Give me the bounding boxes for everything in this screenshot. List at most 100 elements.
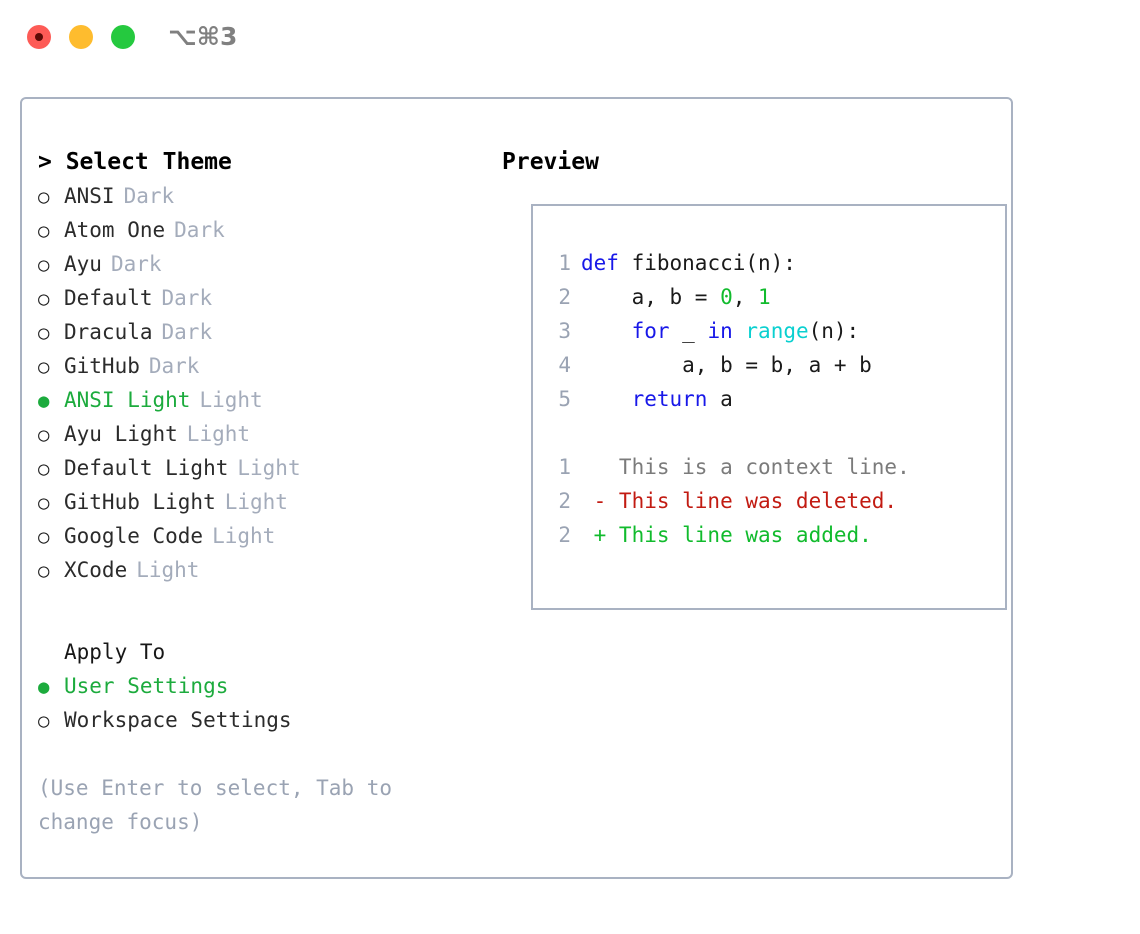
radio-unselected-icon: ○ <box>38 288 50 310</box>
theme-kind-badge: Dark <box>161 320 213 344</box>
theme-option-ansi[interactable]: ○ ANSI Dark <box>38 179 478 213</box>
radio-selected-icon: ● <box>38 390 50 412</box>
code-token <box>581 387 632 411</box>
apply-to-name: Workspace Settings <box>64 708 292 732</box>
theme-name: Atom One <box>64 218 166 242</box>
apply-to-option-user-settings[interactable]: ● User Settings <box>38 669 478 703</box>
radio-unselected-icon: ○ <box>38 424 50 446</box>
code-token: fibonacci(n): <box>618 251 796 275</box>
radio-unselected-icon: ○ <box>38 356 50 378</box>
code-token: 1 <box>758 285 771 309</box>
theme-kind-badge: Light <box>224 490 288 514</box>
code-token: _ <box>669 319 708 343</box>
theme-kind-badge: Dark <box>161 286 213 310</box>
theme-option-ayu[interactable]: ○ Ayu Dark <box>38 247 478 281</box>
diff-line-number: 1 <box>558 455 571 479</box>
theme-kind-badge: Light <box>237 456 301 480</box>
theme-option-github[interactable]: ○ GitHub Dark <box>38 349 478 383</box>
hint-spacer <box>38 737 478 771</box>
theme-kind-badge: Light <box>199 388 263 412</box>
code-token: range <box>745 319 809 343</box>
radio-unselected-icon: ○ <box>38 254 50 276</box>
theme-name: Dracula <box>64 320 153 344</box>
theme-name: Default <box>64 286 153 310</box>
code-token <box>733 319 746 343</box>
theme-name: Ayu <box>64 252 102 276</box>
apply-to-option-workspace-settings[interactable]: ○ Workspace Settings <box>38 703 478 737</box>
keyboard-hint-text: (Use Enter to select, Tab to change focu… <box>38 776 393 834</box>
code-token: a, b = <box>581 285 721 309</box>
theme-option-default[interactable]: ○ Default Dark <box>38 281 478 315</box>
theme-name: GitHub <box>64 354 140 378</box>
theme-option-atom-one[interactable]: ○ Atom One Dark <box>38 213 478 247</box>
theme-name: XCode <box>64 558 128 582</box>
code-line-number: 4 <box>558 353 571 377</box>
diff-line-text: + This line was added. <box>581 523 872 547</box>
theme-option-github-light[interactable]: ○ GitHub Light Light <box>38 485 478 519</box>
code-token: a <box>707 387 733 411</box>
apply-to-name: User Settings <box>64 674 229 698</box>
radio-unselected-icon: ○ <box>38 186 50 208</box>
radio-unselected-icon: ○ <box>38 560 50 582</box>
code-token: in <box>707 319 733 343</box>
radio-unselected-icon: ○ <box>38 526 50 548</box>
keyboard-shortcut-label: ⌥⌘3 <box>168 22 238 51</box>
theme-option-ansi-light[interactable]: ● ANSI Light Light <box>38 383 478 417</box>
code-line-number: 2 <box>558 285 571 309</box>
code-token: , <box>732 285 759 309</box>
code-token: return <box>631 387 708 411</box>
theme-kind-badge: Light <box>136 558 200 582</box>
close-window-button[interactable] <box>27 25 51 49</box>
theme-name: Ayu Light <box>64 422 178 446</box>
radio-selected-icon: ● <box>38 676 50 698</box>
theme-option-default-light[interactable]: ○ Default Light Light <box>38 451 478 485</box>
preview-heading: Preview <box>502 149 599 175</box>
theme-name: ANSI <box>64 184 115 208</box>
apply-to-label: Apply To <box>64 640 166 664</box>
maximize-window-button[interactable] <box>111 25 135 49</box>
radio-unselected-icon: ○ <box>38 220 50 242</box>
code-token <box>581 319 632 343</box>
select-theme-heading: > Select Theme <box>38 149 232 175</box>
theme-name: GitHub Light <box>64 490 216 514</box>
code-line: 5 return a <box>549 382 872 416</box>
theme-kind-badge: Dark <box>148 354 200 378</box>
theme-option-xcode[interactable]: ○ XCode Light <box>38 553 478 587</box>
section-spacer <box>38 587 478 635</box>
diff-line-text: This is a context line. <box>581 455 910 479</box>
code-line: 3 for _ in range(n): <box>549 314 872 348</box>
theme-kind-badge: Dark <box>123 184 175 208</box>
theme-name: Google Code <box>64 524 204 548</box>
window-controls <box>27 25 135 49</box>
theme-name: ANSI Light <box>64 388 191 412</box>
code-token: (n): <box>808 319 860 343</box>
theme-kind-badge: Dark <box>174 218 225 242</box>
code-line-number: 5 <box>558 387 571 411</box>
code-token: def <box>581 251 619 275</box>
radio-unselected-icon: ○ <box>38 710 50 732</box>
diff-line-number: 2 <box>558 489 571 513</box>
theme-kind-badge: Dark <box>110 252 162 276</box>
code-token: for <box>631 319 670 343</box>
code-line: 4 a, b = b, a + b <box>549 348 871 382</box>
radio-unselected-icon: ○ <box>38 458 50 480</box>
title-bar: ⌥⌘3 <box>0 0 1140 78</box>
diff-line: 1 This is a context line. <box>549 450 910 484</box>
theme-name: Default Light <box>64 456 229 480</box>
apply-to-list: ● User Settings ○ Workspace Settings <box>38 669 478 737</box>
diff-line-number: 2 <box>558 523 571 547</box>
code-line-number: 1 <box>558 251 571 275</box>
code-line-number: 3 <box>558 319 571 343</box>
radio-unselected-icon: ○ <box>38 492 50 514</box>
minimize-window-button[interactable] <box>69 25 93 49</box>
